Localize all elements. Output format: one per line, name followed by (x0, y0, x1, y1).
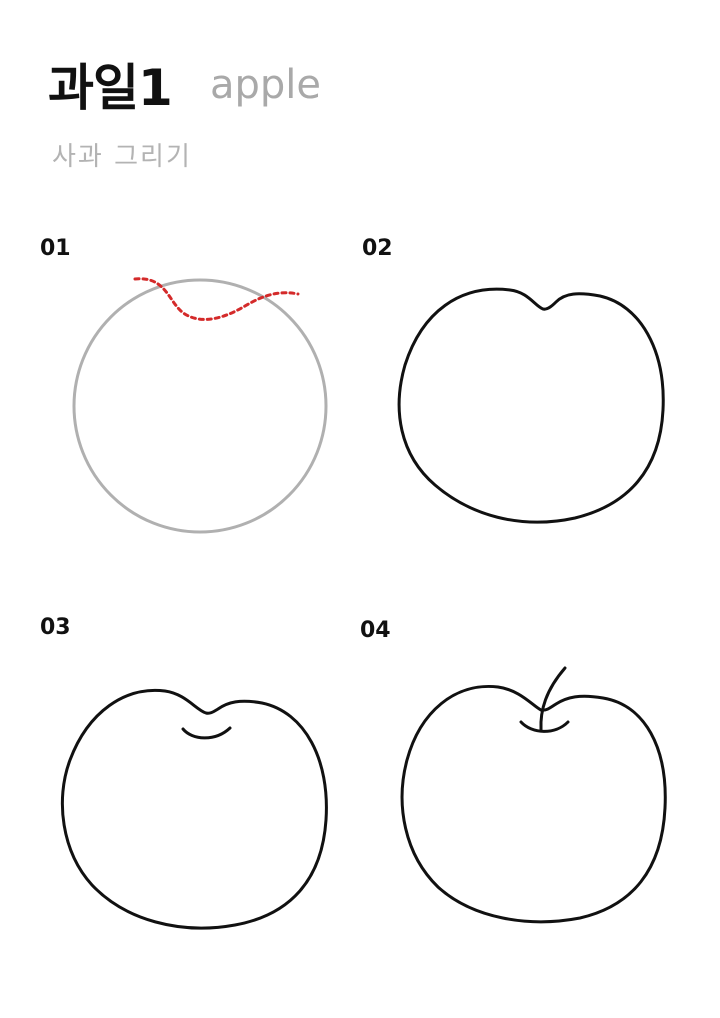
apple-outline (397, 287, 665, 524)
guide-dashed-curve (133, 277, 300, 321)
guide-circle (72, 278, 328, 534)
step-number-01: 01 (40, 236, 71, 261)
apple-dimple (519, 720, 570, 733)
step-04-drawing (400, 666, 667, 924)
apple-outline (400, 684, 667, 924)
apple-dimple (181, 726, 232, 740)
page-subtitle: 사과 그리기 (52, 142, 192, 172)
step-number-03: 03 (40, 615, 71, 640)
step-01-drawing (72, 277, 328, 534)
page-title-english: apple (210, 62, 322, 108)
step-number-04: 04 (360, 618, 391, 643)
page-title: 과일1 (48, 59, 173, 117)
apple-outline (60, 688, 328, 930)
step-02-drawing (397, 287, 665, 524)
step-number-02: 02 (362, 236, 393, 261)
step-03-drawing (60, 688, 328, 930)
apple-stem (539, 666, 567, 732)
